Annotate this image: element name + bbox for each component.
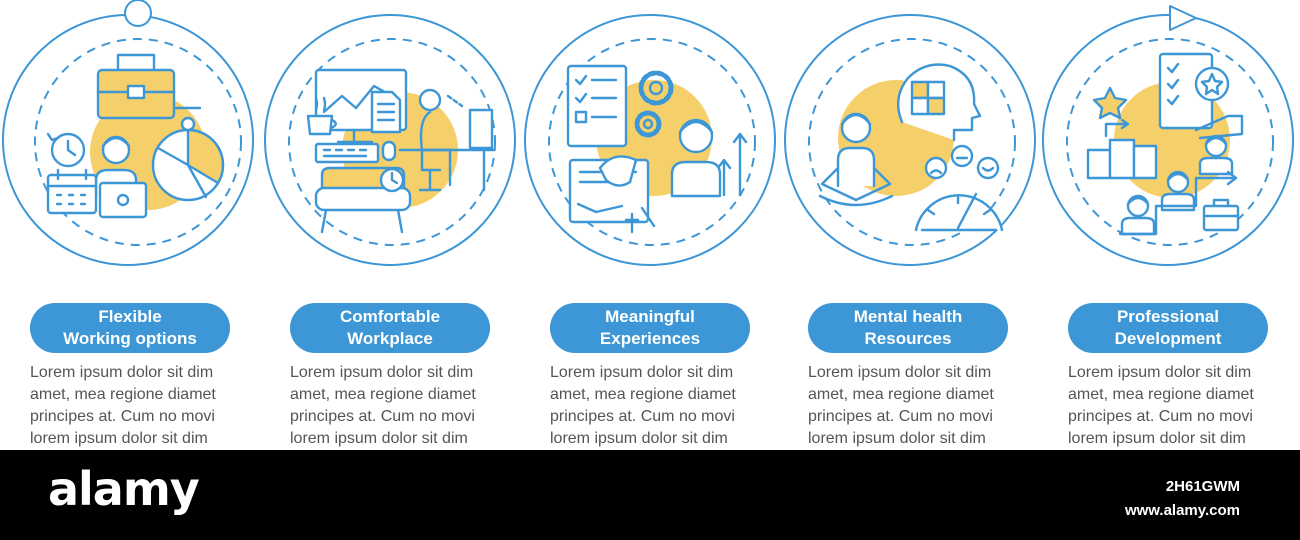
watermark-banner: alamy 2H61GWM www.alamy.com	[0, 450, 1300, 540]
career-ladder-icon	[1118, 134, 1238, 236]
checklist-icon	[566, 64, 628, 148]
step-1: Flexible Working options Lorem ipsum dol…	[30, 303, 250, 450]
speedometer-icon	[914, 192, 1004, 232]
clock-icon	[46, 132, 86, 168]
person-icon	[670, 118, 722, 198]
star-certificate-icon	[1158, 52, 1244, 140]
document-icon	[370, 90, 402, 134]
step-4-title-pill: Mental health Resources	[808, 303, 1008, 353]
growth-arrows-icon	[716, 132, 748, 197]
end-arrow-icon	[1169, 5, 1197, 31]
step-3-description: Lorem ipsum dolor sit dim amet, mea regi…	[550, 364, 736, 447]
briefcase-icon	[96, 53, 176, 120]
step-2-title-pill: Comfortable Workplace	[290, 303, 490, 353]
start-node-icon	[124, 0, 152, 27]
step-2-description: Lorem ipsum dolor sit dim amet, mea regi…	[290, 364, 476, 447]
mood-faces-icon	[924, 144, 1000, 180]
step-1-circle	[2, 0, 254, 266]
puzzle-head-icon	[896, 63, 982, 142]
site-url: www.alamy.com	[1124, 502, 1240, 519]
step-5: Professional Development Lorem ipsum dol…	[1068, 303, 1288, 450]
step-4: Mental health Resources Lorem ipsum dolo…	[808, 303, 1028, 450]
circles-diagram	[2, 0, 1294, 266]
step-3: Meaningful Experiences Lorem ipsum dolor…	[550, 303, 770, 450]
calendar-icon	[46, 168, 98, 215]
step-5-circle	[1042, 5, 1294, 266]
touchscreen-icon	[568, 155, 656, 234]
desk-worker-icon	[398, 88, 496, 192]
step-1-title-pill: Flexible Working options	[30, 303, 230, 353]
image-id: 2H61GWM	[1165, 478, 1240, 495]
step-5-description: Lorem ipsum dolor sit dim amet, mea regi…	[1068, 364, 1254, 447]
briefcase-icon	[1202, 198, 1240, 232]
infographic: Flexible Working options Lorem ipsum dol…	[2, 0, 1294, 450]
stopwatch-icon	[151, 106, 225, 202]
podium-icon	[1086, 86, 1158, 180]
step-5-title-pill: Professional Development	[1068, 303, 1268, 353]
step-3-circle	[524, 14, 776, 266]
meditation-icon	[818, 112, 894, 207]
gears-icon	[634, 70, 674, 138]
coffee-cup-icon	[306, 96, 337, 136]
alamy-logo: alamy	[48, 462, 200, 516]
step-2: Comfortable Workplace Lorem ipsum dolor …	[290, 303, 510, 450]
step-3-title-pill: Meaningful Experiences	[550, 303, 750, 353]
laptop-icon	[98, 181, 148, 219]
step-4-description: Lorem ipsum dolor sit dim amet, mea regi…	[808, 364, 994, 447]
keyboard-icon	[314, 140, 397, 164]
clock-icon	[379, 167, 405, 193]
step-1-description: Lorem ipsum dolor sit dim amet, mea regi…	[30, 364, 216, 447]
